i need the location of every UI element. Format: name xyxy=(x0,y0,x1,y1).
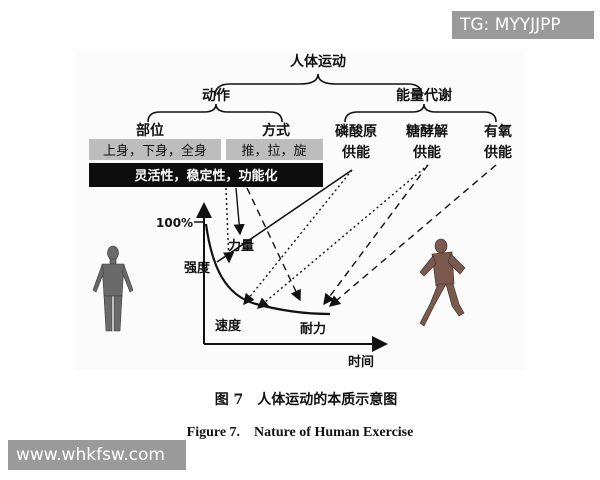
mode-label: 方式 xyxy=(262,122,290,139)
endurance-label: 耐力 xyxy=(300,321,326,337)
speed-label: 速度 xyxy=(215,318,242,334)
running-body-figure xyxy=(419,238,466,327)
connector-lines xyxy=(216,164,497,309)
body-part-box xyxy=(89,139,221,160)
chart-axes xyxy=(196,202,388,352)
action-label: 动作 xyxy=(202,87,230,104)
aerobic-label: 有氧 xyxy=(484,123,512,140)
y-axis-label: 强度 xyxy=(184,260,211,276)
tree-braces xyxy=(147,73,497,123)
qualities-box xyxy=(89,163,323,187)
mode-box xyxy=(226,139,323,160)
energy-metabolism-label: 能量代谢 xyxy=(396,87,452,104)
root-label: 人体运动 xyxy=(290,53,346,70)
standing-body-figure xyxy=(92,245,134,332)
strength-label: 力量 xyxy=(228,238,254,254)
phosphagen-label: 磷酸原 xyxy=(335,123,377,140)
y-tick-100: 100% xyxy=(156,216,193,230)
qualities-text: 灵活性，稳定性，功能化 xyxy=(134,168,277,184)
x-axis-label: 时间 xyxy=(348,354,374,370)
body-part-label: 部位 xyxy=(136,122,164,139)
mode-items: 推，拉，旋 xyxy=(241,144,306,159)
figure-panel xyxy=(76,50,524,370)
watermark-tg: TG: MYYJJPP xyxy=(452,11,594,39)
glycolysis-sub: 供能 xyxy=(412,144,441,161)
aerobic-sub: 供能 xyxy=(483,144,512,161)
glycolysis-label: 糖酵解 xyxy=(406,123,448,140)
caption-english: Figure 7. Nature of Human Exercise xyxy=(187,425,414,440)
watermark-site: www.whkfsw.com xyxy=(8,440,186,470)
caption-chinese: 图 7 人体运动的本质示意图 xyxy=(215,391,398,408)
intensity-curve xyxy=(204,223,331,316)
body-part-items: 上身，下身，全身 xyxy=(103,143,207,159)
phosphagen-sub: 供能 xyxy=(341,144,370,161)
